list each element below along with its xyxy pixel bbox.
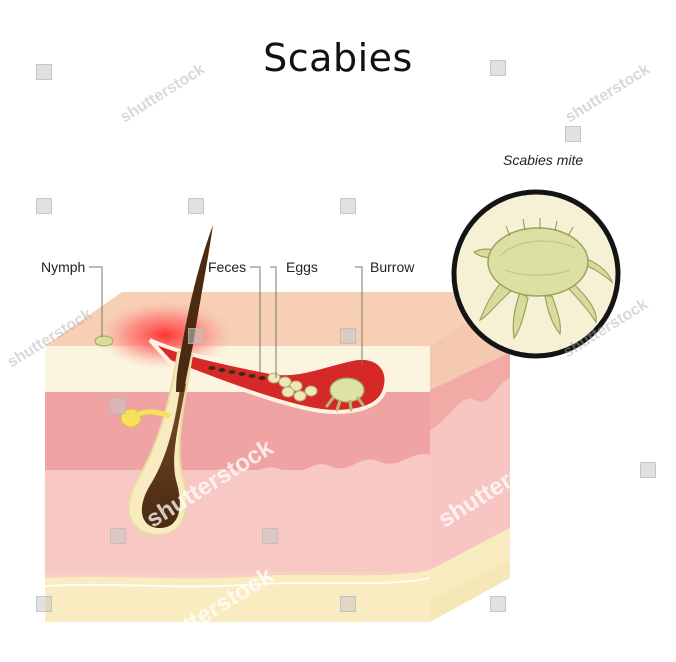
mite-magnifier [454,192,618,356]
watermark-mark-4 [188,198,204,214]
watermark-mark-10 [640,462,656,478]
watermark-mark-6 [565,126,581,142]
label-scabies-mite: Scabies mite [503,152,583,168]
watermark-mark-5 [340,198,356,214]
watermark-mark-15 [490,596,506,612]
label-eggs: Eggs [286,259,318,275]
label-nymph: Nymph [41,259,85,275]
dermis-layer [45,470,430,572]
fat-layer [45,570,430,622]
watermark-mark-13 [36,596,52,612]
label-feces: Feces [208,259,246,275]
mite-body [488,228,588,296]
watermark-mark-3 [36,198,52,214]
watermark-mark-12 [262,528,278,544]
watermark-mark-7 [340,328,356,344]
watermark-mark-14 [340,596,356,612]
label-burrow: Burrow [370,259,414,275]
diagram-title: Scabies [0,36,676,80]
nymph-mite-icon [95,336,113,346]
watermark-mark-8 [188,328,204,344]
watermark-mark-11 [110,528,126,544]
watermark-mark-9 [110,398,126,414]
